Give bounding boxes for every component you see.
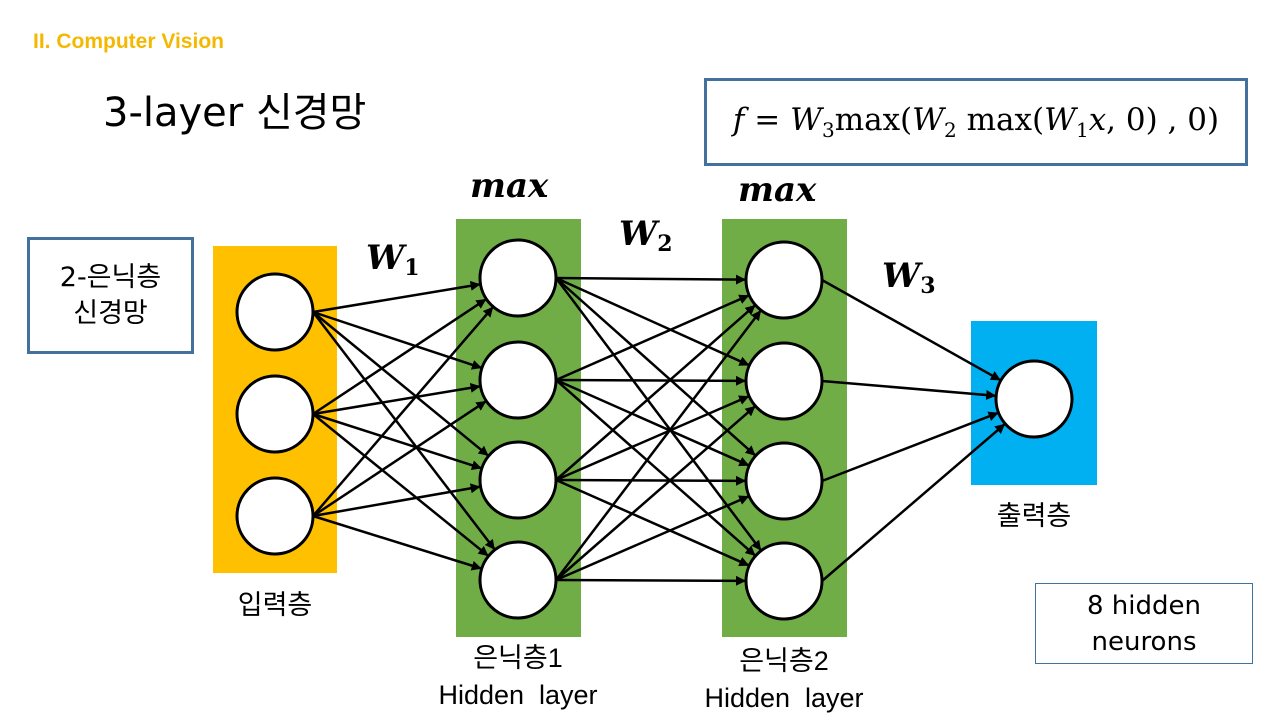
connection-input-2-to-hidden1-3 [312,412,482,471]
hidden2-neuron-2 [744,341,824,421]
connection-hidden1-4-to-hidden2-3 [555,495,750,582]
hidden1-neuron-4 [478,540,558,620]
connection-hidden1-4-to-hidden2-4 [555,575,747,586]
hidden2-neuron-4 [744,541,824,621]
connection-hidden1-2-to-hidden2-2 [555,375,747,386]
weight-label-w1: W1 [366,238,420,281]
input-neuron-3 [235,476,315,556]
activation-hidden-2: max [738,170,817,210]
neurons-note-line-2: neurons [1091,626,1197,657]
slide-title: 3-layer 신경망 [103,90,367,136]
connection-hidden1-3-to-hidden2-3 [555,475,747,486]
hidden-layer-1-subtitle: Hidden layer [438,680,598,710]
connection-input-1-to-hidden1-3 [312,311,489,457]
connection-input-1-to-hidden1-4 [312,311,496,550]
connection-hidden1-1-to-hidden2-3 [555,277,756,456]
neurons-note-line-1: 8 hidden [1087,590,1201,621]
connection-hidden1-3-to-hidden2-1 [555,304,756,481]
network-type-note: 2-은닉층 신경망 [27,237,194,354]
connection-hidden2-2-to-output-1 [821,379,997,400]
note-line-1: 2-은닉층 [59,261,162,293]
formula-box: f = W3max(W2 max(W1x, 0) , 0) [704,78,1248,166]
weight-label-w2: W2 [619,214,673,257]
connection-hidden1-1-to-hidden2-2 [555,276,750,367]
connection-input-3-to-hidden1-3 [312,483,481,518]
hidden-layer-2-subtitle: Hidden layer [704,683,864,713]
output-neuron-1 [994,359,1074,439]
hidden-layer-1-label: 은닉층1 Hidden layer [408,640,628,714]
connection-hidden1-1-to-hidden2-1 [555,274,747,285]
connection-hidden1-2-to-hidden2-3 [555,378,750,467]
connection-hidden1-4-to-hidden2-2 [555,405,756,581]
hidden-layer-2-title: 은닉층2 [739,646,829,676]
activation-hidden-1: max [470,166,549,206]
connection-hidden1-2-to-hidden2-4 [555,379,756,557]
connection-hidden1-4-to-hidden2-1 [555,310,762,581]
note-line-2: 신경망 [73,297,148,329]
connection-hidden2-4-to-output-1 [821,423,1006,582]
connection-input-2-to-hidden1-2 [312,382,481,416]
connection-input-3-to-hidden1-1 [312,306,494,517]
connection-input-3-to-hidden1-4 [312,514,482,571]
connection-input-1-to-hidden1-2 [312,310,482,370]
weight-label-w3: W3 [882,256,936,299]
connection-hidden2-1-to-output-1 [821,278,1001,382]
hidden1-neuron-1 [478,238,558,318]
output-layer-label: 출력층 [996,501,1072,531]
connection-input-1-to-hidden1-1 [312,280,481,314]
hidden-layer-2-label: 은닉층2 Hidden layer [674,643,894,717]
connection-hidden1-1-to-hidden2-4 [555,277,762,551]
formula: f = W3max(W2 max(W1x, 0) , 0) [732,101,1220,143]
section-label: II. Computer Vision [33,30,224,53]
hidden1-neuron-3 [478,440,558,520]
hidden-neurons-note: 8 hidden neurons [1035,583,1253,664]
connection-hidden1-2-to-hidden2-1 [555,294,750,382]
connection-input-2-to-hidden1-1 [312,298,487,416]
input-neuron-1 [235,272,315,352]
input-neuron-2 [235,374,315,454]
connection-input-2-to-hidden1-4 [312,413,489,557]
hidden2-neuron-3 [744,441,824,521]
connection-hidden1-3-to-hidden2-2 [555,395,750,482]
input-layer-label: 입력층 [237,590,313,620]
connection-input-3-to-hidden1-2 [312,400,487,518]
connection-hidden2-3-to-output-1 [821,411,999,483]
hidden2-neuron-1 [744,240,824,320]
hidden1-neuron-2 [478,340,558,420]
connection-hidden1-3-to-hidden2-4 [555,478,750,567]
hidden-layer-1-title: 은닉층1 [473,643,563,673]
